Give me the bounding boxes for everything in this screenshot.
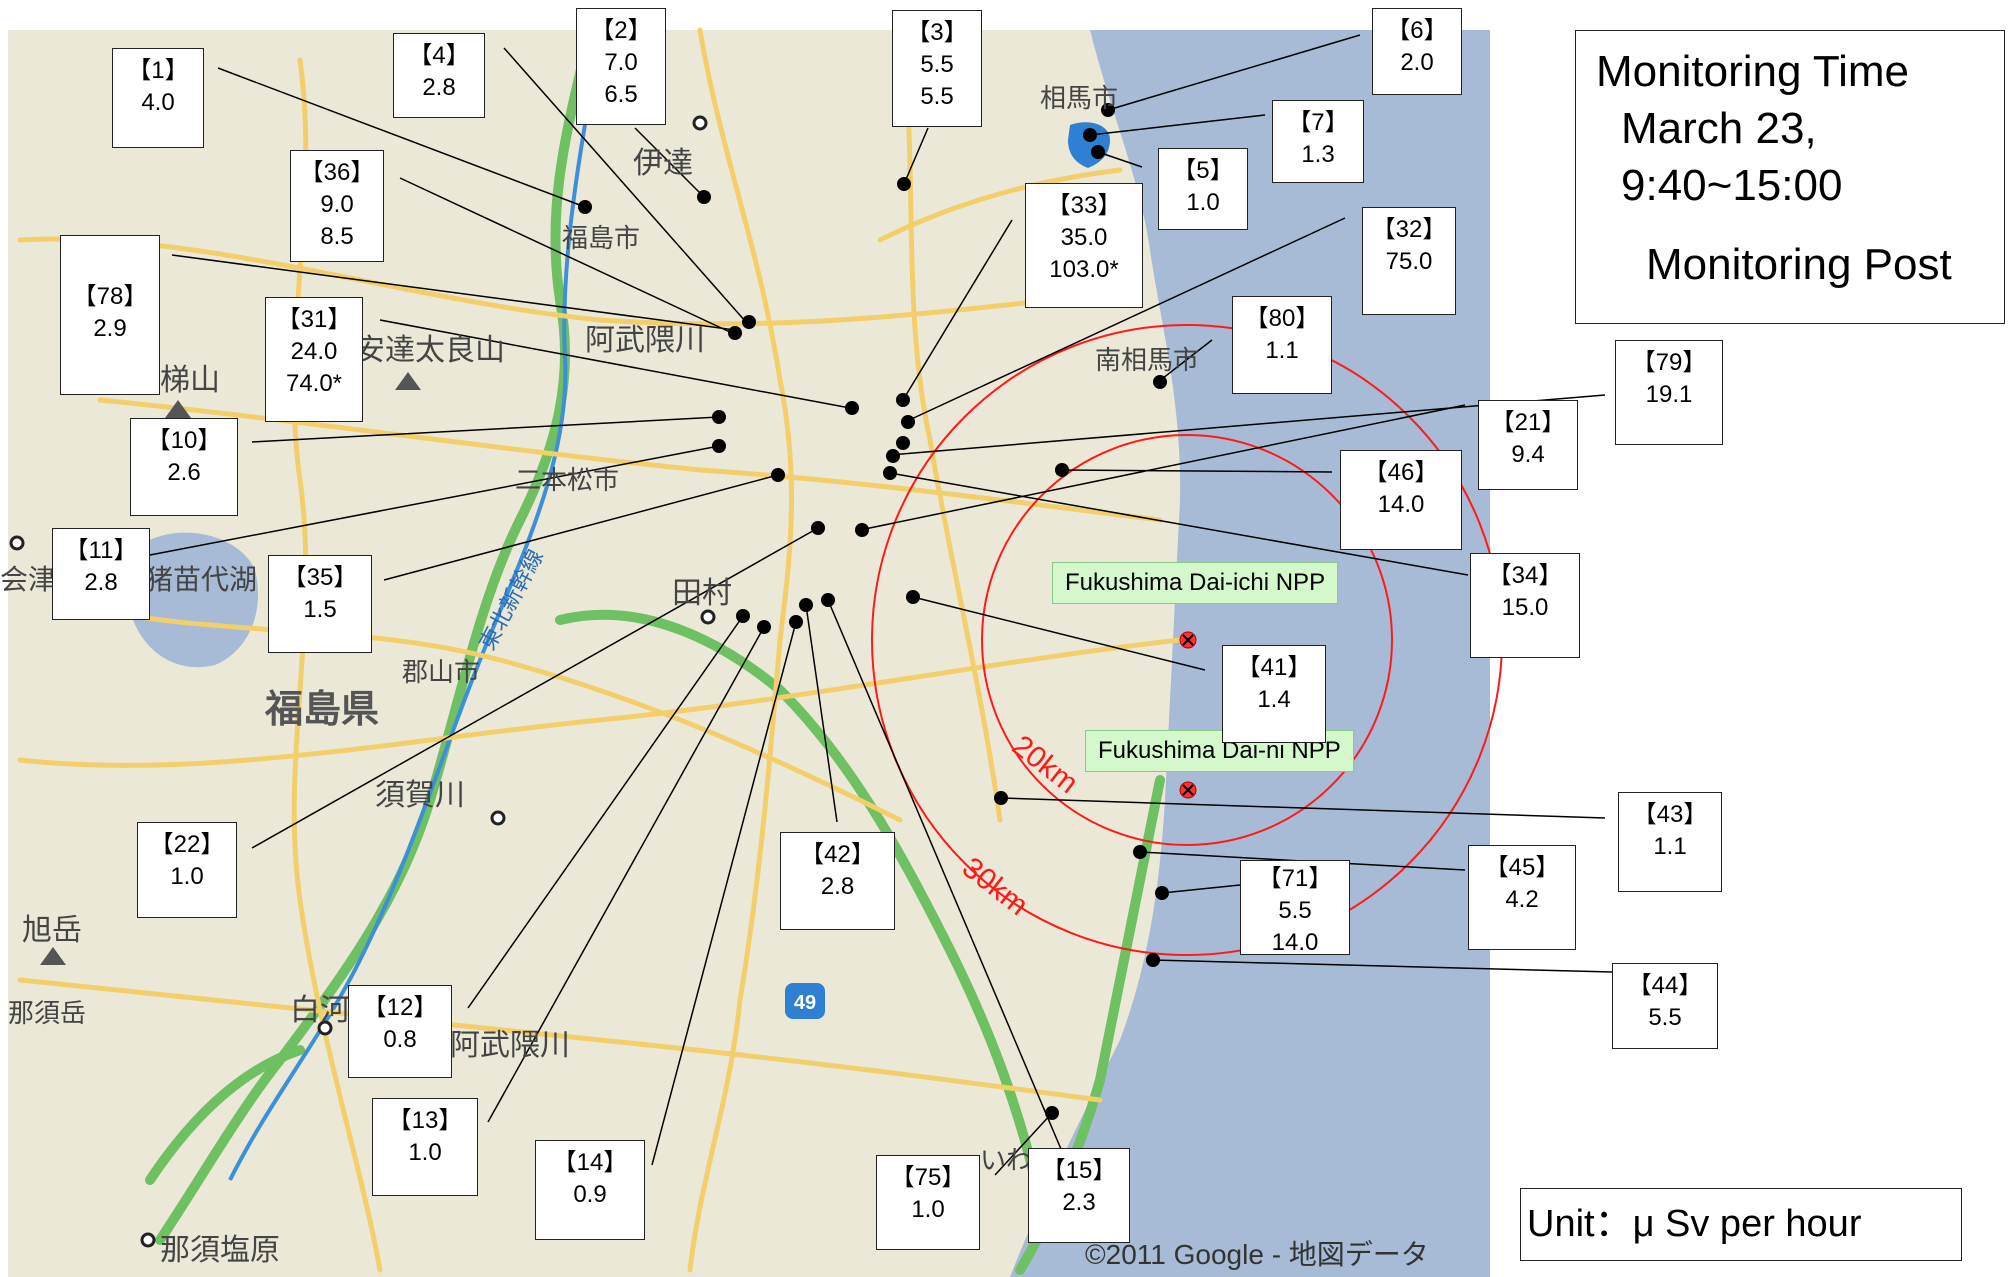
place-koriyama: 郡山市: [402, 658, 481, 688]
route-49-shield: [785, 983, 825, 1019]
post-label-13: 【13】1.0: [372, 1098, 478, 1196]
place-nasudake: 那須岳: [8, 999, 87, 1029]
monitoring-time-range: 9:40~15:00: [1621, 161, 1843, 210]
monitoring-points: [578, 103, 1169, 1120]
post-label-35: 【35】1.5: [268, 555, 372, 653]
post-label-10: 【10】2.6: [130, 418, 238, 516]
post-label-75: 【75】1.0: [876, 1155, 980, 1250]
place-adatara-mountain: 安達太良山: [355, 333, 505, 368]
place-minamisoma: 南相馬市: [1095, 346, 1200, 376]
leader-lines: [149, 34, 1613, 1176]
post-label-78: 【78】2.9: [60, 235, 160, 395]
monitoring-time-title: Monitoring Time: [1596, 47, 1910, 96]
place-asahidake: 旭岳: [22, 913, 82, 948]
post-label-42: 【42】2.8: [780, 832, 895, 930]
post-label-1: 【1】4.0: [112, 48, 204, 148]
unit-box: Unit：μ Sv per hour: [1520, 1188, 1962, 1261]
place-abukuma-river: 阿武隈川: [585, 323, 705, 358]
post-label-45: 【45】4.2: [1468, 845, 1576, 950]
daini-npp-label: Fukushima Dai-ni NPP: [1085, 730, 1354, 772]
post-label-14: 【14】0.9: [535, 1140, 645, 1240]
inawashiro-lake: [127, 532, 259, 668]
place-inawashiro-lake: 猪苗代湖: [145, 563, 258, 596]
post-label-43: 【43】1.1: [1618, 792, 1722, 892]
post-label-5: 【5】1.0: [1158, 148, 1248, 230]
monitoring-date: March 23,: [1621, 104, 1817, 153]
place-soma: 相馬市: [1040, 84, 1119, 114]
post-label-7: 【7】1.3: [1272, 100, 1364, 183]
place-fukushima-city: 福島市: [562, 224, 641, 254]
route-49-label: 49: [794, 992, 816, 1014]
place-nihonmatsu: 二本松市: [515, 466, 620, 496]
post-label-41: 【41】1.4: [1222, 645, 1326, 743]
post-label-15: 【15】2.3: [1028, 1148, 1130, 1243]
post-label-6: 【6】2.0: [1372, 8, 1462, 95]
daiichi-npp-marker: [1179, 631, 1197, 649]
post-label-12: 【12】0.8: [348, 985, 452, 1078]
post-label-4: 【4】2.8: [393, 33, 485, 118]
daini-npp-marker: [1179, 781, 1197, 799]
city-markers: [9, 115, 716, 1248]
monitoring-post-subtitle: Monitoring Post: [1646, 240, 1952, 289]
post-label-79: 【79】19.1: [1615, 340, 1723, 445]
post-label-22: 【22】1.0: [137, 822, 237, 918]
post-label-21: 【21】9.4: [1478, 400, 1578, 490]
post-label-80: 【80】1.1: [1232, 296, 1332, 394]
post-label-32: 【32】75.0: [1362, 207, 1456, 315]
radius-20km-circle: [981, 434, 1393, 846]
daiichi-npp-label: Fukushima Dai-ichi NPP: [1052, 562, 1339, 604]
mountain-markers: [40, 372, 421, 965]
place-abukuma-river-2: 阿武隈川: [450, 1028, 570, 1063]
post-label-11: 【11】2.8: [52, 528, 150, 620]
post-label-34: 【34】15.0: [1470, 553, 1580, 658]
place-sukagawa: 須賀川: [375, 778, 465, 813]
place-fukushima-pref: 福島県: [265, 687, 380, 731]
place-tamura: 田村: [672, 576, 732, 611]
place-bandai: 梯山: [160, 363, 220, 398]
post-label-44: 【44】5.5: [1612, 963, 1718, 1049]
place-date: 伊達: [633, 146, 693, 181]
place-nasushiobara: 那須塩原: [160, 1233, 280, 1268]
post-label-46: 【46】14.0: [1340, 450, 1462, 550]
map-attribution: ©2011 Google - 地図データ: [1085, 1239, 1429, 1270]
monitoring-info-box: Monitoring Time March 23, 9:40~15:00 Mon…: [1575, 30, 2005, 324]
place-shirakawa: 白河: [290, 993, 350, 1028]
